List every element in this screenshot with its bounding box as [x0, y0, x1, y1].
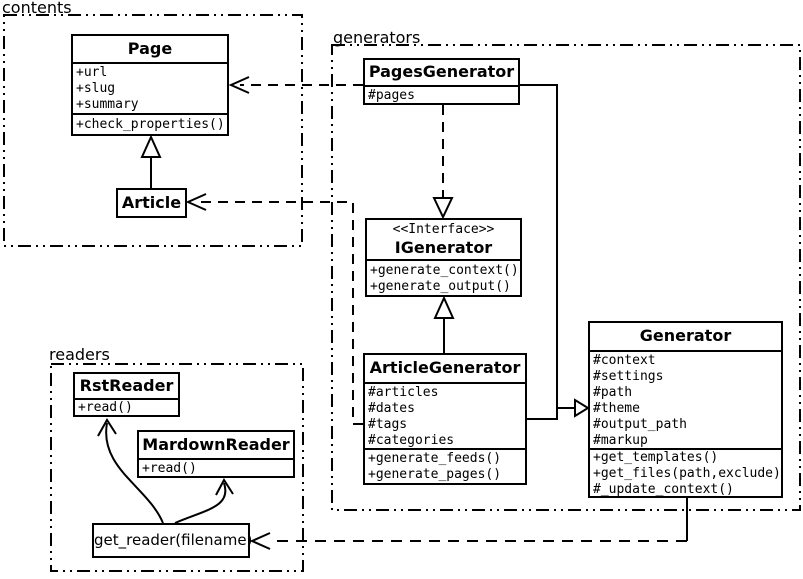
class-methods-generator: +get_templates() +get_files(path,exclude… — [590, 450, 781, 498]
inheritance-triangle-article-page — [140, 134, 162, 158]
method: +read() — [142, 461, 197, 476]
class-methods-igenerator: +generate_context() +generate_output() — [367, 261, 520, 297]
method: #_update_context() — [593, 482, 734, 497]
inheritance-triangle-igenerator-bottom — [433, 295, 455, 319]
class-methods-rstreader: +read() — [75, 400, 178, 417]
method: +read() — [78, 400, 133, 415]
class-title-block-igenerator: <<Interface>> IGenerator — [367, 220, 520, 261]
attribute: #categories — [368, 433, 455, 448]
class-title-generator: Generator — [590, 323, 781, 352]
attribute: +slug — [76, 81, 116, 96]
class-methods-mardownreader: +read() — [139, 460, 293, 478]
call-curve-getreader-rstreader — [105, 422, 164, 524]
class-pagesgenerator: PagesGenerator #pages — [363, 58, 520, 105]
class-methods-articlegenerator: +generate_feeds() +generate_pages() — [365, 450, 525, 485]
class-title-igenerator: IGenerator — [394, 238, 493, 257]
attribute: #pages — [368, 88, 415, 103]
dependency-arrowhead-getreader — [249, 532, 271, 550]
attribute: #markup — [593, 433, 648, 448]
package-readers-border — [50, 363, 304, 572]
inheritance-line-pagesgenerator-generator — [520, 84, 575, 409]
attribute: #output_path — [593, 417, 687, 432]
package-contents-border — [3, 14, 303, 247]
method: +check_properties() — [76, 117, 225, 132]
inheritance-line-articlegenerator-generator — [527, 408, 558, 420]
class-attributes-page: +url +slug +summary — [73, 64, 227, 115]
package-label-contents: contents — [2, 0, 72, 17]
dependency-line-articlegenerator-article — [197, 201, 363, 425]
class-mardownreader: MardownReader +read() — [137, 430, 295, 478]
method: +get_files(path,exclude) — [593, 466, 781, 481]
class-article: Article — [116, 188, 187, 218]
attribute: #articles — [368, 385, 439, 400]
class-title-pagesgenerator: PagesGenerator — [365, 60, 518, 87]
attribute: #path — [593, 385, 633, 400]
attribute: +summary — [76, 97, 139, 112]
attribute: #dates — [368, 401, 415, 416]
class-page: Page +url +slug +summary +check_properti… — [71, 34, 229, 136]
class-title-mardownreader: MardownReader — [139, 432, 293, 460]
attribute: +url — [76, 65, 108, 80]
stereotype-interface: <<Interface>> — [392, 222, 495, 237]
package-generators-border — [331, 44, 801, 511]
class-attributes-pagesgenerator: #pages — [365, 87, 518, 105]
package-label-generators: generators — [333, 28, 421, 47]
class-articlegenerator: ArticleGenerator #articles #dates #tags … — [363, 353, 527, 485]
class-rstreader: RstReader +read() — [73, 372, 180, 417]
call-curve-getreader-mardownreader — [174, 482, 227, 524]
class-title-articlegenerator: ArticleGenerator — [365, 355, 525, 384]
dependency-arrowhead-page — [228, 76, 250, 94]
attribute: #context — [593, 353, 656, 368]
method: +get_templates() — [593, 450, 719, 465]
realization-triangle-igenerator-top — [432, 197, 454, 220]
attribute: #settings — [593, 369, 664, 384]
method: +generate_feeds() — [368, 451, 502, 466]
call-arrowhead-rstreader — [97, 418, 117, 437]
class-title-rstreader: RstReader — [75, 374, 178, 400]
function-node-get-reader: get_reader(filename) — [92, 523, 252, 558]
attribute: #tags — [368, 417, 408, 432]
inheritance-triangle-generator — [574, 398, 590, 418]
package-label-readers: readers — [49, 345, 110, 364]
call-arrowhead-mardownreader — [215, 478, 234, 496]
class-igenerator: <<Interface>> IGenerator +generate_conte… — [365, 218, 522, 297]
class-attributes-articlegenerator: #articles #dates #tags #categories — [365, 384, 525, 450]
class-attributes-generator: #context #settings #path #theme #output_… — [590, 352, 781, 450]
method: +generate_pages() — [368, 467, 502, 482]
class-generator: Generator #context #settings #path #them… — [588, 321, 783, 498]
method: +generate_context() — [370, 263, 519, 278]
attribute: #theme — [593, 401, 640, 416]
class-methods-page: +check_properties() — [73, 115, 227, 136]
class-title-article: Article — [121, 193, 182, 212]
method: +generate_output() — [370, 279, 511, 294]
class-title-page: Page — [73, 36, 227, 64]
dependency-arrowhead-article — [185, 193, 207, 211]
